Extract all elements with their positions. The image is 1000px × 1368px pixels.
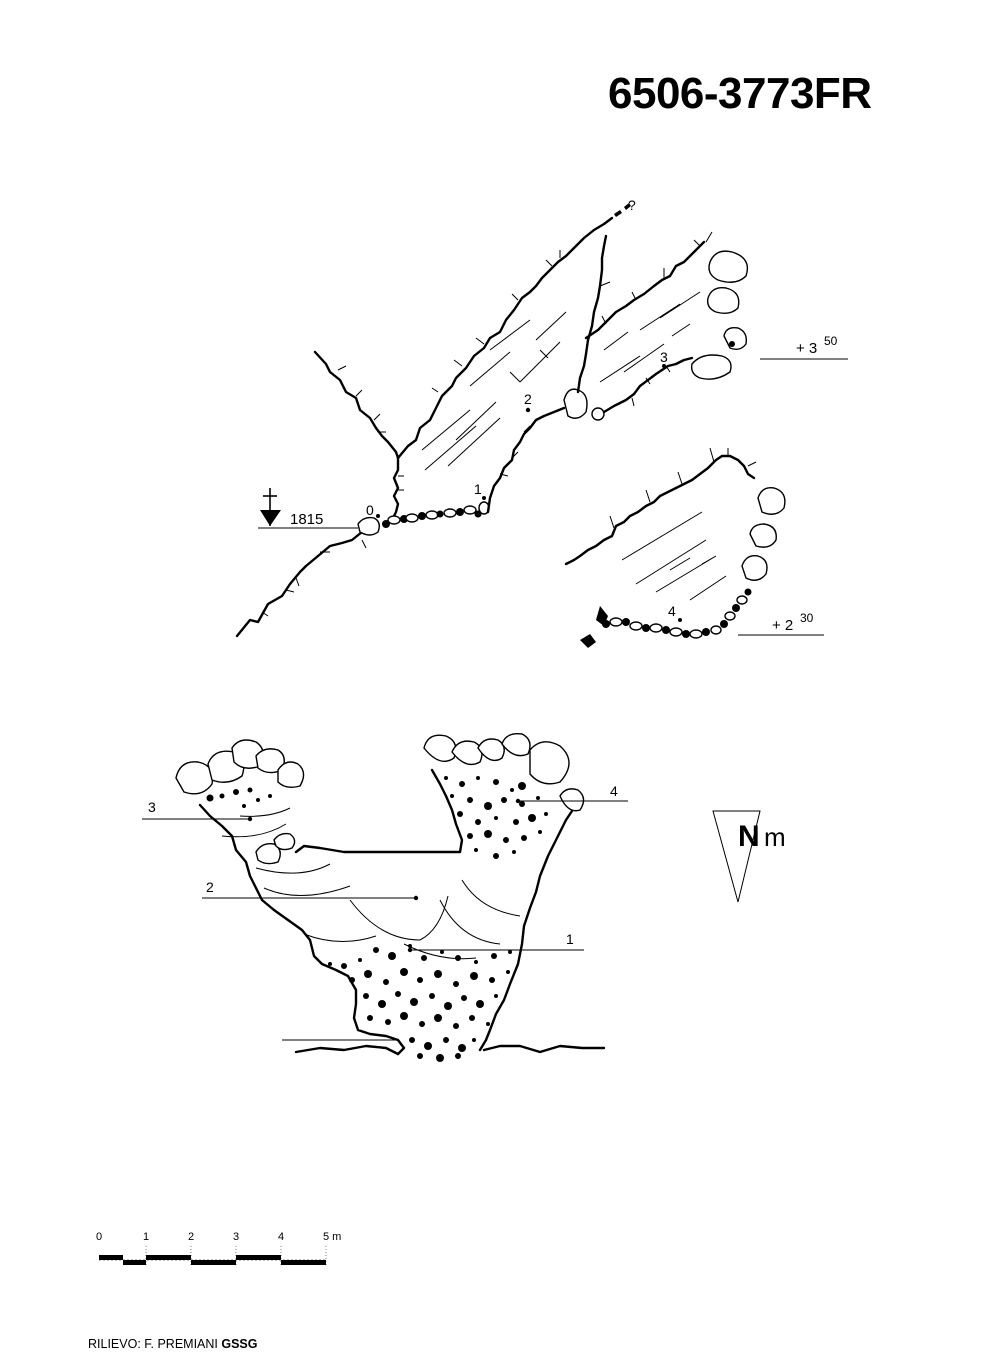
- scale-tick-3: 3: [233, 1231, 239, 1243]
- station-0-label: 0: [366, 502, 374, 518]
- section-boulders-left: [175, 739, 305, 865]
- boulder-column-lower-right: [741, 487, 786, 581]
- section-station-4-label: 4: [610, 783, 618, 799]
- section-view: 3 4 2 1: [142, 733, 628, 1062]
- credits-surveyor: RILIEVO: F. PREMIANI: [88, 1337, 222, 1351]
- north-suffix: m: [764, 822, 786, 852]
- unknown-continuation: ?: [628, 197, 636, 213]
- north-letter: N: [738, 820, 760, 853]
- height-mark-2-30-prefix: + 2: [772, 617, 793, 634]
- boulder-near-station-2: [563, 388, 588, 419]
- section-station-2-label: 2: [206, 879, 214, 895]
- boulder-chain-station-0-to-1: [382, 501, 490, 528]
- scale-tick-0: 0: [96, 1231, 102, 1243]
- credits-group: GSSG: [221, 1337, 258, 1351]
- section-rubble-right-branch: [444, 776, 548, 859]
- station-2-label: 2: [524, 391, 532, 407]
- entrance-triangle-icon: [260, 510, 281, 526]
- entrance-marker: 1815: [258, 488, 358, 529]
- plan-wall-right-lower: [602, 356, 694, 414]
- survey-credits: RILIEVO: F. PREMIANI GSSG: [88, 1338, 258, 1351]
- plan-wall-southwest: [235, 528, 374, 638]
- scale-tick-1: 1: [143, 1231, 149, 1243]
- section-inner-notch: [294, 768, 464, 854]
- station-4-label: 4: [668, 603, 676, 619]
- section-floor: [294, 1044, 606, 1056]
- cave-code-title: 6506-3773FR: [608, 69, 872, 118]
- plan-wall-main-right: [486, 406, 566, 514]
- plan-wall-lower-chamber: [564, 454, 756, 566]
- scale-tick-5: 5 m: [323, 1231, 341, 1243]
- scale-bar: 0 1 2 3 4 5 m: [96, 1231, 341, 1266]
- station-1-label: 1: [474, 481, 482, 497]
- station-3-label: 3: [660, 349, 668, 365]
- section-station-3-label: 3: [148, 799, 156, 815]
- height-mark-2-30-superscript: 30: [800, 611, 814, 625]
- boulder-column-right: [690, 250, 749, 380]
- section-boulders-right: [423, 733, 585, 812]
- height-mark-3-50-prefix: + 3: [796, 340, 817, 357]
- plan-wall-northwest-branch: [313, 350, 400, 460]
- section-station-1-label: 1: [566, 931, 574, 947]
- north-arrow: N m: [712, 810, 786, 903]
- section-rubble-floor: [328, 944, 512, 1062]
- height-mark-3-50-superscript: 50: [824, 334, 838, 348]
- plan-view: ? 0 1 2: [235, 197, 848, 648]
- scale-tick-4: 4: [278, 1231, 284, 1243]
- scale-tick-2: 2: [188, 1231, 194, 1243]
- north-arrow-triangle-icon: [712, 810, 761, 903]
- section-outline: [198, 803, 576, 1056]
- boulder-chain-station-4: [580, 588, 752, 648]
- plan-wall-inner-ridge: [576, 234, 608, 394]
- plan-wall-main-left: [396, 216, 614, 460]
- entrance-boulder: [357, 516, 381, 536]
- entrance-altitude: 1815: [290, 511, 323, 528]
